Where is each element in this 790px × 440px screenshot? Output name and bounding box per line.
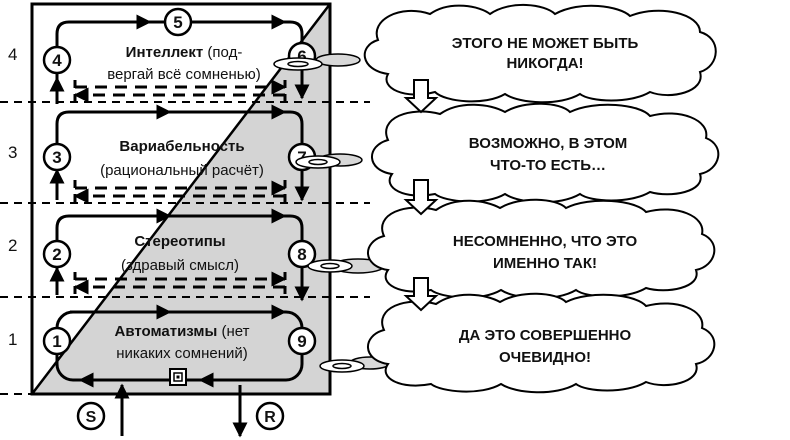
block-1-title: Автоматизмы (нет	[115, 323, 250, 340]
node-1: 1	[52, 332, 61, 351]
cloud-down-arrows	[403, 79, 439, 312]
input-s-label: S	[86, 409, 97, 426]
outer-frame	[30, 2, 332, 396]
block-3-title: Вариабельность	[119, 138, 244, 155]
vertical-dashed-links	[73, 80, 287, 300]
level-label-4: 4	[8, 45, 17, 64]
cloud-shapes	[363, 3, 720, 394]
level-label-3: 3	[8, 143, 17, 162]
node-9: 9	[297, 332, 306, 351]
cloud-1-line-2: НИКОГДА!	[506, 55, 583, 72]
forward-flow-arrows	[49, 14, 310, 388]
output-r-label: R	[264, 409, 276, 426]
level-label-1: 1	[8, 330, 17, 349]
cloud-3-line-1: НЕСОМНЕННО, ЧТО ЭТО	[453, 233, 638, 250]
node-4: 4	[52, 51, 62, 70]
node-circles	[42, 7, 317, 356]
node-8: 8	[297, 245, 306, 264]
node-5: 5	[173, 13, 182, 32]
core-square-icon	[169, 368, 187, 386]
cloud-1-line-1: ЭТОГО НЕ МОЖЕТ БЫТЬ	[452, 35, 639, 52]
block-4-title: Интеллект (под-	[126, 44, 243, 61]
block-2-title: Стереотипы	[134, 233, 225, 250]
node-2: 2	[52, 245, 61, 264]
cloud-2-line-2: ЧТО-ТО ЕСТЬ…	[490, 157, 606, 174]
block-variability	[55, 110, 304, 196]
block-stereotypes	[55, 214, 304, 287]
frame-diagonal	[31, 3, 331, 395]
block-2-subtitle: (здравый смысл)	[121, 257, 239, 274]
input-s-circle	[76, 401, 106, 431]
node-3: 3	[52, 148, 61, 167]
block-4-subtitle: вергай всё сомненью)	[107, 66, 261, 83]
block-3-subtitle: (рациональный расчёт)	[100, 162, 264, 179]
block-1-subtitle: никаких сомнений)	[116, 345, 248, 362]
cloud-4-line-2: ОЧЕВИДНО!	[499, 349, 591, 366]
output-r-circle	[255, 401, 285, 431]
feedback-dashed-arrows	[73, 79, 287, 295]
level-label-2: 2	[8, 236, 17, 255]
cloud-2-line-1: ВОЗМОЖНО, В ЭТОМ	[469, 135, 628, 152]
cloud-4-line-1: ДА ЭТО СОВЕРШЕННО	[459, 327, 632, 344]
cloud-3-line-2: ИМЕННО ТАК!	[493, 255, 597, 272]
cloud-connectors	[273, 53, 391, 373]
node-6: 6	[297, 47, 306, 66]
